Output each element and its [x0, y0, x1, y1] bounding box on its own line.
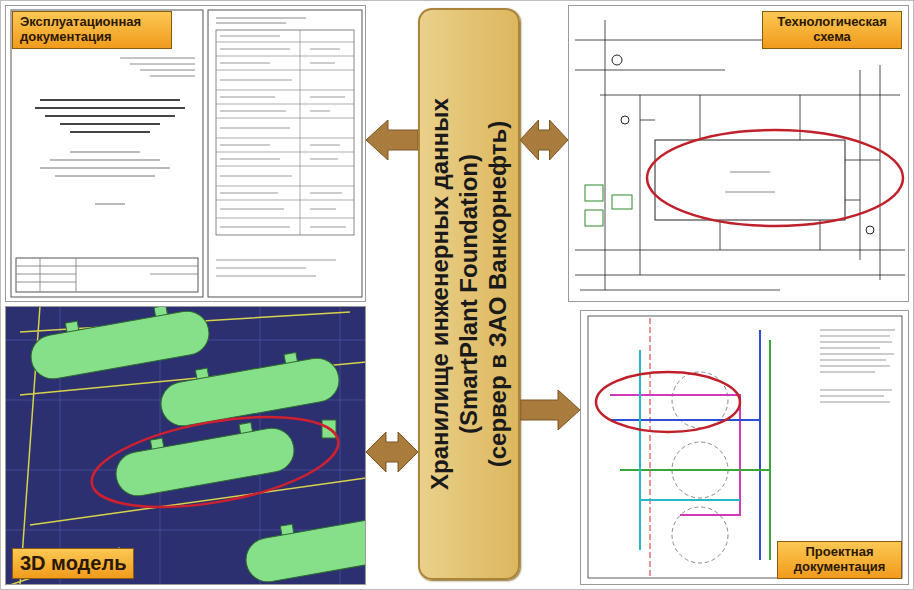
storage-title: (сервер в ЗАО Ванкорнефть)	[483, 20, 512, 568]
panel-label: Эксплуатационная документация	[12, 11, 172, 49]
highlight-ellipse	[596, 372, 740, 432]
valve-symbol	[866, 226, 874, 234]
text-lines	[216, 18, 306, 23]
scheme-ground	[568, 5, 909, 302]
instrument-symbol	[585, 210, 603, 226]
storage-title: Хранилище инженерных данных	[426, 20, 455, 568]
storage-caption: Хранилище инженерных данных(SmartPlant F…	[426, 20, 512, 568]
highlight-ellipse	[647, 130, 903, 226]
pipe-line	[610, 330, 760, 560]
text-lines	[40, 152, 170, 204]
model-panel: 3D модель	[5, 306, 366, 585]
pipe-line	[640, 350, 740, 550]
block-arrow	[366, 120, 418, 160]
document-page	[11, 10, 203, 297]
storage-title: (SmartPlant Foundation)	[455, 20, 484, 568]
valve-symbol	[612, 55, 622, 65]
document-panel: Эксплуатационная документация	[5, 5, 366, 302]
panel-label: Технологическая схема	[762, 11, 902, 49]
note-lines	[820, 330, 895, 402]
table-grid	[216, 30, 354, 235]
panel-label: 3D модель	[12, 548, 134, 579]
process-lines	[575, 20, 905, 290]
tank-body	[243, 511, 366, 585]
scheme-illustration	[568, 5, 909, 302]
design-panel: Проектная документация	[580, 310, 909, 585]
model-illustration	[5, 306, 366, 585]
drawing-frame	[588, 316, 902, 578]
tank-model	[241, 502, 366, 585]
document-ground	[5, 5, 366, 302]
tank-model	[26, 306, 212, 382]
design-ground	[580, 310, 909, 585]
tank-body	[28, 308, 213, 383]
block-arrow	[520, 390, 580, 430]
document-table	[216, 30, 354, 235]
valve-symbol	[621, 116, 629, 124]
title-stamp	[16, 258, 198, 292]
document-illustration	[5, 5, 366, 302]
tank-body	[113, 425, 298, 500]
vessel-marks	[725, 172, 775, 192]
text-lines	[216, 260, 336, 276]
double-block-arrow	[366, 432, 418, 472]
text-lines	[120, 58, 195, 76]
panel-label: Проектная документация	[777, 541, 902, 579]
document-page	[208, 10, 362, 297]
design-illustration	[580, 310, 909, 585]
storage-box: Хранилище инженерных данных(SmartPlant F…	[418, 8, 520, 580]
scheme-panel: Технологическая схема	[568, 5, 909, 302]
stamp-grid	[16, 258, 198, 292]
highlight-ellipse	[85, 401, 345, 523]
instrument-symbol	[585, 185, 603, 201]
table-text-lines	[220, 36, 346, 227]
tank-model	[111, 416, 297, 499]
double-block-arrow	[520, 120, 568, 160]
pipe-line	[610, 395, 740, 515]
title-lines	[35, 100, 185, 132]
vessel-symbol	[655, 140, 845, 220]
instrument-symbol	[612, 195, 632, 209]
axis-line	[650, 318, 651, 576]
